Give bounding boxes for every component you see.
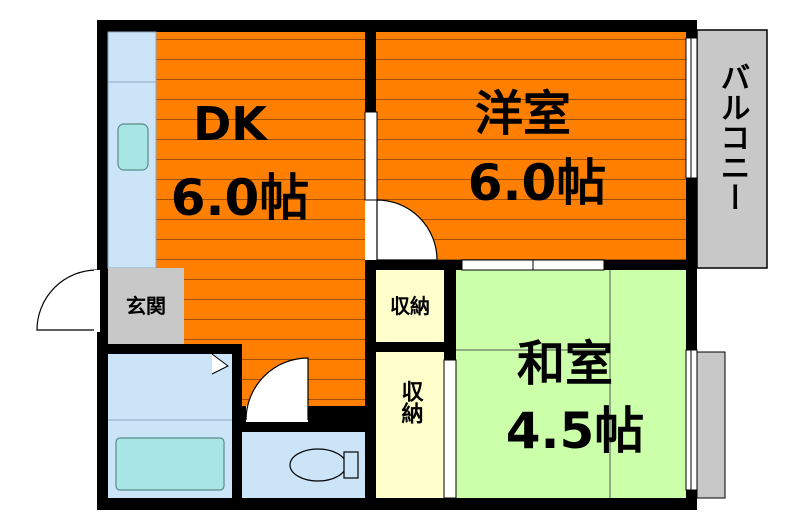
japanese-room-size: 4.5帖 bbox=[506, 402, 645, 460]
japanese-room-name: 和室 bbox=[517, 336, 613, 392]
dk-room-size: 6.0帖 bbox=[171, 169, 310, 227]
entrance-door-swing bbox=[36, 269, 98, 331]
side-balcony-area bbox=[696, 351, 726, 499]
balcony-area bbox=[696, 29, 768, 269]
western-room-name: 洋室 bbox=[475, 86, 571, 142]
storage-top bbox=[376, 270, 444, 342]
dk-room-name: DK bbox=[193, 97, 269, 151]
balcony-label: バルコニー bbox=[715, 62, 750, 212]
toilet-icon bbox=[289, 448, 347, 482]
storage-bottom-label: 収納 bbox=[398, 380, 424, 425]
storage-top-label: 収納 bbox=[390, 294, 430, 318]
western-room-size: 6.0帖 bbox=[468, 154, 607, 212]
western-door-swing bbox=[376, 199, 438, 261]
sink-icon bbox=[117, 123, 149, 171]
japanese-room-floor bbox=[456, 270, 686, 498]
entrance-floor bbox=[108, 268, 184, 344]
storage-bottom bbox=[376, 352, 444, 498]
toilet-door-swing bbox=[245, 357, 309, 421]
western-room-floor bbox=[376, 32, 686, 260]
bathtub-icon bbox=[115, 437, 225, 491]
entrance-label: 玄関 bbox=[126, 294, 166, 318]
